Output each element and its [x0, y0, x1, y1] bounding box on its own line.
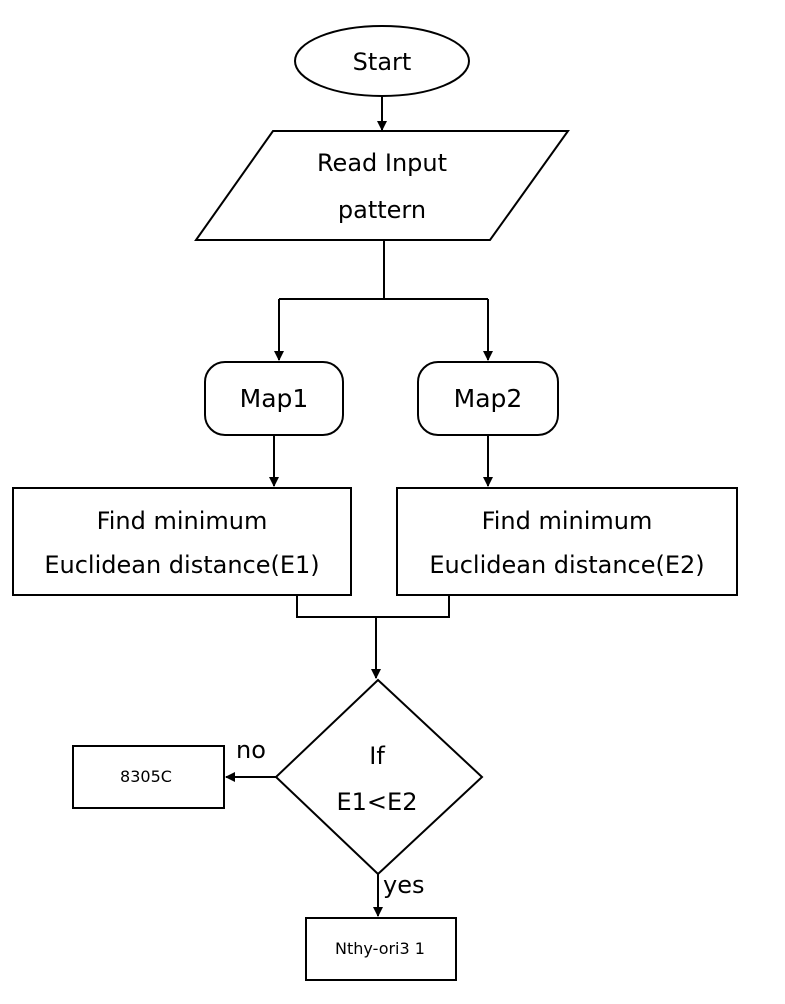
- read-input-label-line1: Read Input: [317, 149, 447, 177]
- no-label: no: [236, 736, 266, 764]
- read-input-node: Read Input pattern: [194, 130, 570, 241]
- output-yes-node: Nthy-ori3 1: [305, 917, 457, 981]
- find-e2-node: Find minimum Euclidean distance(E2): [396, 487, 738, 596]
- output-yes-label: Nthy-ori3 1: [335, 939, 425, 958]
- decision-label-line2: E1<E2: [337, 788, 418, 816]
- map2-node: Map2: [417, 361, 559, 436]
- connector-split: [279, 240, 488, 300]
- find-e1-label-line2: Euclidean distance(E1): [44, 551, 319, 579]
- read-input-label-line2: pattern: [338, 196, 426, 224]
- map1-label: Map1: [240, 384, 309, 413]
- find-e1-node: Find minimum Euclidean distance(E1): [12, 487, 352, 596]
- decision-label-line1: If: [369, 742, 385, 770]
- yes-label: yes: [383, 871, 424, 899]
- output-no-node: 8305C: [72, 745, 225, 809]
- start-node: Start: [294, 25, 470, 97]
- map2-label: Map2: [454, 384, 523, 413]
- start-label: Start: [353, 48, 412, 76]
- find-e1-label-line1: Find minimum: [97, 507, 268, 535]
- map1-node: Map1: [204, 361, 344, 436]
- connector-merge: [296, 595, 450, 626]
- find-e2-label-line2: Euclidean distance(E2): [429, 551, 704, 579]
- output-no-label: 8305C: [120, 767, 172, 786]
- decision-node: If E1<E2: [274, 678, 484, 876]
- find-e2-label-line1: Find minimum: [482, 507, 653, 535]
